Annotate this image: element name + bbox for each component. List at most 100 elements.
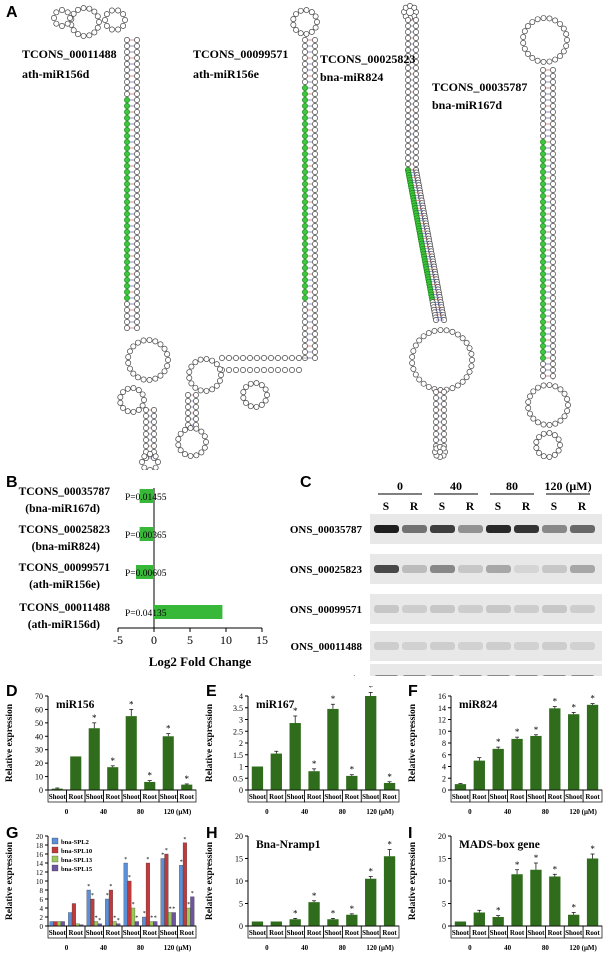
nucleotide <box>550 187 556 193</box>
bar <box>149 921 154 927</box>
group-label: 0 <box>468 808 472 816</box>
bar <box>139 527 154 541</box>
nucleotide <box>550 265 556 271</box>
significance-star: * <box>92 713 97 723</box>
category-label: Shoot <box>565 929 583 937</box>
bar <box>68 912 73 927</box>
nucleotide <box>405 65 411 71</box>
nucleotide <box>540 133 546 139</box>
nucleotide <box>552 17 559 24</box>
nucleotide <box>312 187 318 193</box>
significance-star: * <box>87 884 90 890</box>
nucleotide <box>192 384 199 391</box>
nucleotide <box>560 48 567 55</box>
nucleotide <box>157 341 164 348</box>
nucleotide <box>441 431 447 437</box>
bar <box>568 914 580 926</box>
p-value: P=0.00605 <box>125 569 167 579</box>
nucleotide <box>108 26 115 33</box>
nucleotide <box>540 121 546 127</box>
blot-band <box>542 642 567 650</box>
nucleotide <box>203 356 210 363</box>
nucleotide <box>550 151 556 157</box>
row-label: Actin <box>336 674 362 676</box>
nucleotide <box>557 417 564 424</box>
nucleotide <box>124 247 130 253</box>
nucleotide <box>103 22 110 29</box>
nucleotide <box>312 73 318 79</box>
nucleotide <box>59 7 65 13</box>
nucleotide <box>312 325 318 331</box>
nucleotide <box>175 441 182 448</box>
nucleotide <box>124 271 130 277</box>
category-label: Root <box>180 929 195 937</box>
nucleotide <box>134 247 140 253</box>
nucleotide <box>134 73 140 79</box>
nucleotide <box>433 437 439 443</box>
nucleotide <box>139 402 146 409</box>
significance-star: * <box>590 694 595 704</box>
x-tick-label: 15 <box>256 633 268 647</box>
nucleotide <box>302 85 308 91</box>
nucleotide <box>540 229 546 235</box>
bar <box>365 696 377 790</box>
nucleotide <box>134 217 140 223</box>
nucleotide <box>413 65 419 71</box>
nucleotide <box>86 32 93 39</box>
nucleotide <box>151 443 157 449</box>
category-label: Shoot <box>160 793 178 801</box>
nucleotide <box>413 71 419 77</box>
panel-label-g: G <box>6 825 19 842</box>
nucleotide <box>302 205 308 211</box>
nucleotide <box>302 151 308 157</box>
nucleotide <box>469 357 475 363</box>
legend-swatch <box>51 855 59 863</box>
nucleotide <box>67 15 73 21</box>
nucleotide <box>540 301 546 307</box>
nucleotide <box>134 79 140 85</box>
nucleotide <box>75 6 81 13</box>
nucleotide <box>312 289 318 295</box>
nucleotide <box>302 301 308 307</box>
nucleotide <box>247 403 254 410</box>
nucleotide <box>524 50 531 57</box>
nucleotide <box>437 327 444 333</box>
bar <box>144 781 156 790</box>
nucleotide <box>441 389 447 395</box>
nucleotide <box>555 447 562 454</box>
y-tick-label: 1 <box>239 763 243 772</box>
significance-star: * <box>496 737 501 747</box>
significance-star: * <box>187 902 190 908</box>
nucleotide <box>127 348 133 355</box>
nucleotide <box>258 401 265 408</box>
bar <box>60 921 65 927</box>
category-label: Root <box>472 793 487 801</box>
nucleotide <box>102 17 108 23</box>
nucleotide <box>124 157 130 163</box>
category-label: Root <box>143 793 158 801</box>
nucleotide <box>312 253 318 259</box>
nucleotide <box>134 103 140 109</box>
nucleotide <box>405 77 411 83</box>
nucleotide <box>312 49 318 55</box>
nucleotide <box>264 392 270 398</box>
nucleotide <box>529 55 536 61</box>
category-label: Shoot <box>49 929 67 937</box>
category-label: Shoot <box>527 793 545 801</box>
nucleotide <box>312 55 318 61</box>
nucleotide <box>124 115 130 121</box>
nucleotide <box>134 271 140 277</box>
nucleotide <box>302 127 308 133</box>
nucleotide <box>302 211 308 217</box>
category-label: Root <box>69 929 84 937</box>
bar <box>289 919 301 926</box>
nucleotide <box>550 181 556 187</box>
nucleotide <box>247 355 253 361</box>
nucleotide <box>459 335 466 342</box>
nucleotide <box>413 47 419 53</box>
nucleotide <box>240 394 247 401</box>
nucleotide <box>411 4 418 11</box>
nucleotide <box>405 113 411 119</box>
nucleotide <box>64 20 71 27</box>
